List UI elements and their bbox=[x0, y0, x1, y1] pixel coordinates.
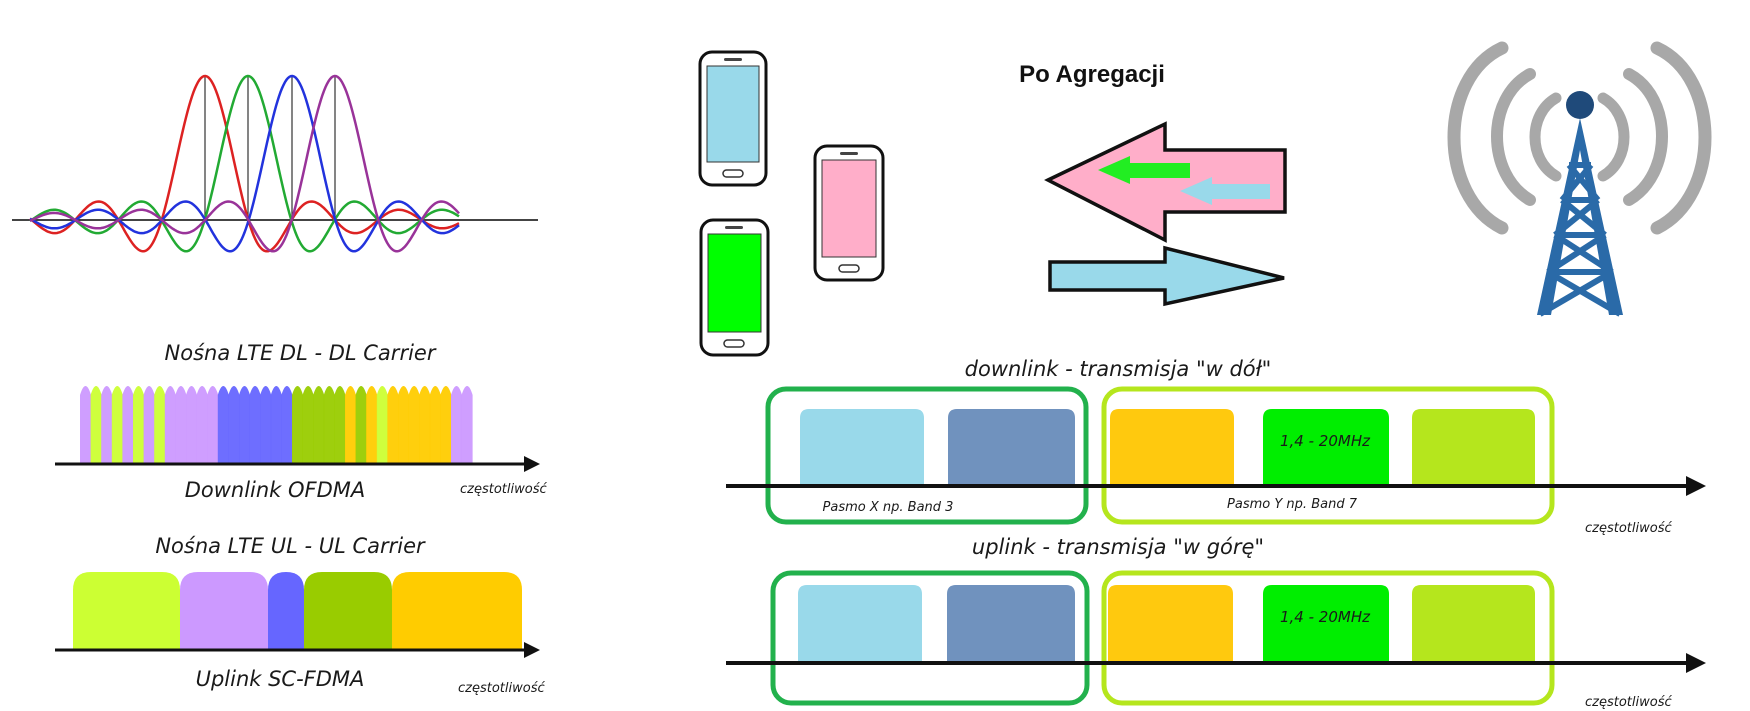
ofdm-curve-1 bbox=[29, 74, 460, 253]
ofdm-curve-2 bbox=[29, 74, 460, 253]
dl-subcarrier bbox=[80, 386, 91, 463]
uplink-label: uplink - transmisja "w górę" bbox=[972, 535, 1264, 559]
ul-axis-label: Uplink SC-FDMA bbox=[196, 667, 365, 691]
dl-subcarrier bbox=[366, 386, 378, 463]
dl-subcarrier bbox=[122, 386, 134, 463]
ofdm-curve-3 bbox=[29, 74, 460, 253]
dl-subcarrier bbox=[164, 386, 176, 463]
uplink-band-y-group bbox=[1101, 570, 1555, 706]
dl-subcarrier bbox=[376, 386, 388, 463]
ul-block-5 bbox=[392, 572, 522, 650]
downlink-block-5 bbox=[1412, 409, 1535, 486]
uplink-freq-label: częstotliwość bbox=[1585, 695, 1672, 710]
dl-subcarrier bbox=[260, 386, 272, 463]
dl-axis-arrowhead bbox=[524, 456, 540, 472]
dl-subcarrier bbox=[154, 386, 166, 463]
dl-subcarrier bbox=[270, 386, 282, 463]
dl-subcarrier bbox=[207, 386, 219, 463]
dl-subcarrier bbox=[355, 386, 367, 463]
downlink-block-4 bbox=[1263, 409, 1389, 486]
dl-subcarrier bbox=[175, 386, 187, 463]
ofdm-peak-markers bbox=[204, 76, 336, 220]
uplink-arrow bbox=[1048, 245, 1285, 307]
ofdm-curves bbox=[29, 74, 460, 253]
ul-block-3 bbox=[268, 572, 304, 650]
dl-subcarrier bbox=[143, 386, 155, 463]
dl-subcarrier bbox=[111, 386, 123, 463]
phones bbox=[698, 50, 885, 357]
blue-inner-arrow bbox=[1180, 177, 1270, 205]
ul-axis-arrowhead bbox=[524, 642, 540, 658]
dl-axis-label: Downlink OFDMA bbox=[185, 478, 366, 502]
ul-carrier: Nośna LTE UL - UL Carrier Uplink SC-FDMA… bbox=[55, 534, 545, 696]
dl-subcarrier bbox=[419, 386, 431, 463]
dl-subcarriers bbox=[80, 386, 473, 463]
dl-subcarrier bbox=[408, 386, 420, 463]
dl-carrier: Nośna LTE DL - DL Carrier Downlink OFDMA… bbox=[55, 341, 547, 502]
ul-freq-label: częstotliwość bbox=[458, 681, 545, 696]
band-y-label: Pasmo Y np. Band 7 bbox=[1227, 497, 1358, 512]
downlink-bands: 1,4 - 20MHz Pasmo X np. Band 3 Pasmo Y n… bbox=[726, 386, 1706, 536]
uplink-block-3 bbox=[1108, 585, 1233, 663]
dl-subcarrier bbox=[302, 386, 314, 463]
dl-subcarrier bbox=[429, 386, 441, 463]
ul-block-2 bbox=[180, 572, 268, 650]
ofdm-subcarrier-plot bbox=[12, 74, 538, 253]
uplink-block-1 bbox=[798, 585, 922, 663]
dl-subcarrier bbox=[196, 386, 208, 463]
ul-block-4 bbox=[304, 572, 392, 650]
dl-subcarrier bbox=[217, 386, 229, 463]
uplink-block-4 bbox=[1263, 585, 1389, 663]
dl-subcarrier bbox=[345, 386, 356, 463]
dl-subcarrier bbox=[461, 386, 473, 463]
dl-subcarrier bbox=[186, 386, 197, 463]
phone-pink bbox=[813, 144, 885, 282]
dl-subcarrier bbox=[387, 386, 399, 463]
downlink-block-3 bbox=[1110, 409, 1234, 486]
ul-block-1 bbox=[73, 572, 180, 650]
cell-tower-icon bbox=[1447, 41, 1712, 317]
uplink-bands: 1,4 - 20MHz częstotliwość bbox=[726, 570, 1706, 710]
uplink-bandwidth-label: 1,4 - 20MHz bbox=[1280, 608, 1371, 626]
uplink-block-2 bbox=[947, 585, 1075, 663]
dl-subcarrier bbox=[281, 386, 293, 463]
phone-blue bbox=[698, 50, 768, 187]
downlink-band-x-group bbox=[765, 386, 1089, 525]
downlink-aggregate-arrow bbox=[1044, 121, 1287, 243]
dl-subcarrier bbox=[292, 386, 303, 463]
dl-subcarrier bbox=[451, 386, 462, 463]
dl-freq-label: częstotliwość bbox=[460, 482, 547, 497]
uplink-block-5 bbox=[1412, 585, 1535, 663]
dl-subcarrier bbox=[249, 386, 261, 463]
dl-subcarrier bbox=[440, 386, 452, 463]
dl-subcarrier bbox=[398, 386, 409, 463]
downlink-block-1 bbox=[800, 409, 924, 486]
phone-green bbox=[699, 218, 770, 357]
uplink-band-x-group bbox=[770, 570, 1090, 706]
downlink-freq-label: częstotliwość bbox=[1585, 521, 1672, 536]
ofdm-curve-4 bbox=[29, 74, 460, 253]
dl-subcarrier bbox=[239, 386, 250, 463]
downlink-bandwidth-label: 1,4 - 20MHz bbox=[1280, 432, 1371, 450]
downlink-band-y-group bbox=[1101, 386, 1555, 525]
downlink-block-2 bbox=[948, 409, 1075, 486]
ul-blocks bbox=[73, 572, 522, 650]
dl-subcarrier bbox=[323, 386, 335, 463]
dl-subcarrier bbox=[101, 386, 113, 463]
dl-subcarrier bbox=[90, 386, 102, 463]
pink-downlink-arrow bbox=[1044, 121, 1287, 243]
dl-subcarrier bbox=[133, 386, 144, 463]
dl-subcarrier bbox=[334, 386, 346, 463]
downlink-axis-arrowhead bbox=[1686, 476, 1706, 496]
uplink-axis-arrowhead bbox=[1686, 653, 1706, 673]
aggregation-title: Po Agregacji bbox=[1019, 61, 1165, 88]
band-x-label: Pasmo X np. Band 3 bbox=[823, 500, 954, 515]
dl-subcarrier bbox=[228, 386, 240, 463]
downlink-label: downlink - transmisja "w dół" bbox=[965, 357, 1272, 381]
green-inner-arrow bbox=[1098, 156, 1190, 184]
dl-subcarrier bbox=[313, 386, 325, 463]
dl-carrier-title: Nośna LTE DL - DL Carrier bbox=[165, 341, 437, 365]
ul-carrier-title: Nośna LTE UL - UL Carrier bbox=[155, 534, 426, 558]
